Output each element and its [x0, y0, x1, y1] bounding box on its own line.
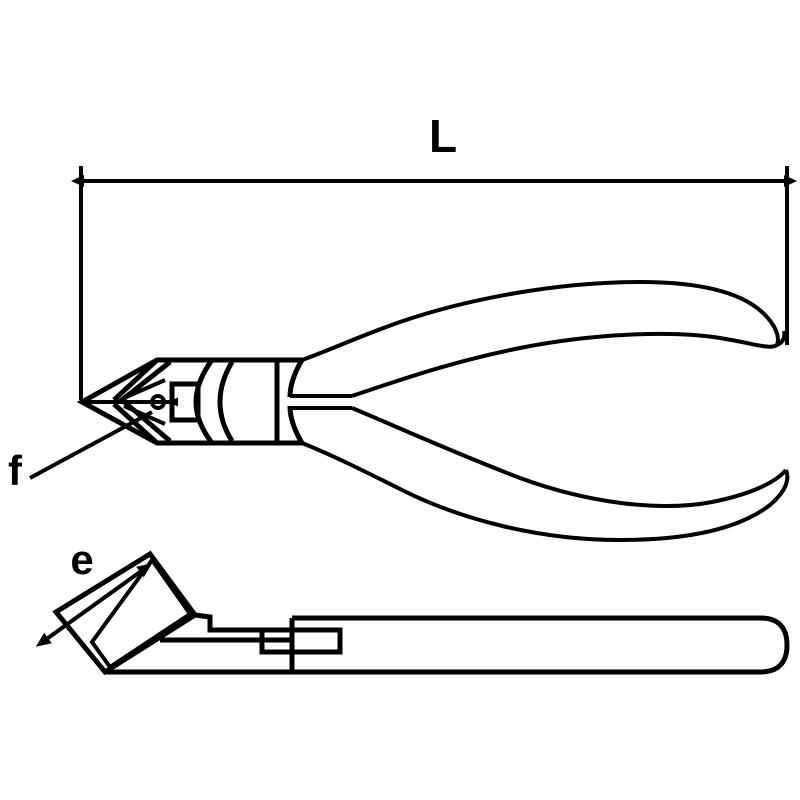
dimension-line-edge-e — [35, 563, 153, 647]
detail-handle-bar — [292, 615, 790, 675]
callout-f: f — [8, 410, 153, 494]
upper-handle-inner-edge — [351, 331, 779, 398]
cutting-edge-point-marker — [150, 394, 166, 410]
dimension-label-f: f — [8, 447, 23, 494]
nose-bevel-lower — [112, 402, 159, 445]
pliers-side-view — [76, 279, 790, 543]
lower-handle-outer-edge — [301, 441, 790, 543]
upper-handle-outer-edge — [301, 279, 780, 362]
head-outline — [76, 357, 280, 446]
dimension-label-L: L — [429, 110, 457, 162]
nose-bevel-upper — [112, 358, 159, 402]
detail-handle-notch — [259, 627, 343, 655]
nose-hatch-upper — [123, 378, 166, 400]
upper-handle-end-cap — [776, 330, 787, 347]
detail-head-step-upper — [194, 612, 262, 633]
head-detail-view: e — [35, 536, 790, 676]
leader-line-f — [29, 410, 153, 480]
lower-handle-inner-edge — [351, 406, 788, 509]
dimension-length-L: L — [71, 110, 797, 400]
joint-boss-upper — [277, 357, 307, 398]
jaw-division-arc-right — [217, 360, 235, 443]
rivet-detail — [169, 381, 201, 423]
dimension-label-e: e — [70, 536, 93, 583]
